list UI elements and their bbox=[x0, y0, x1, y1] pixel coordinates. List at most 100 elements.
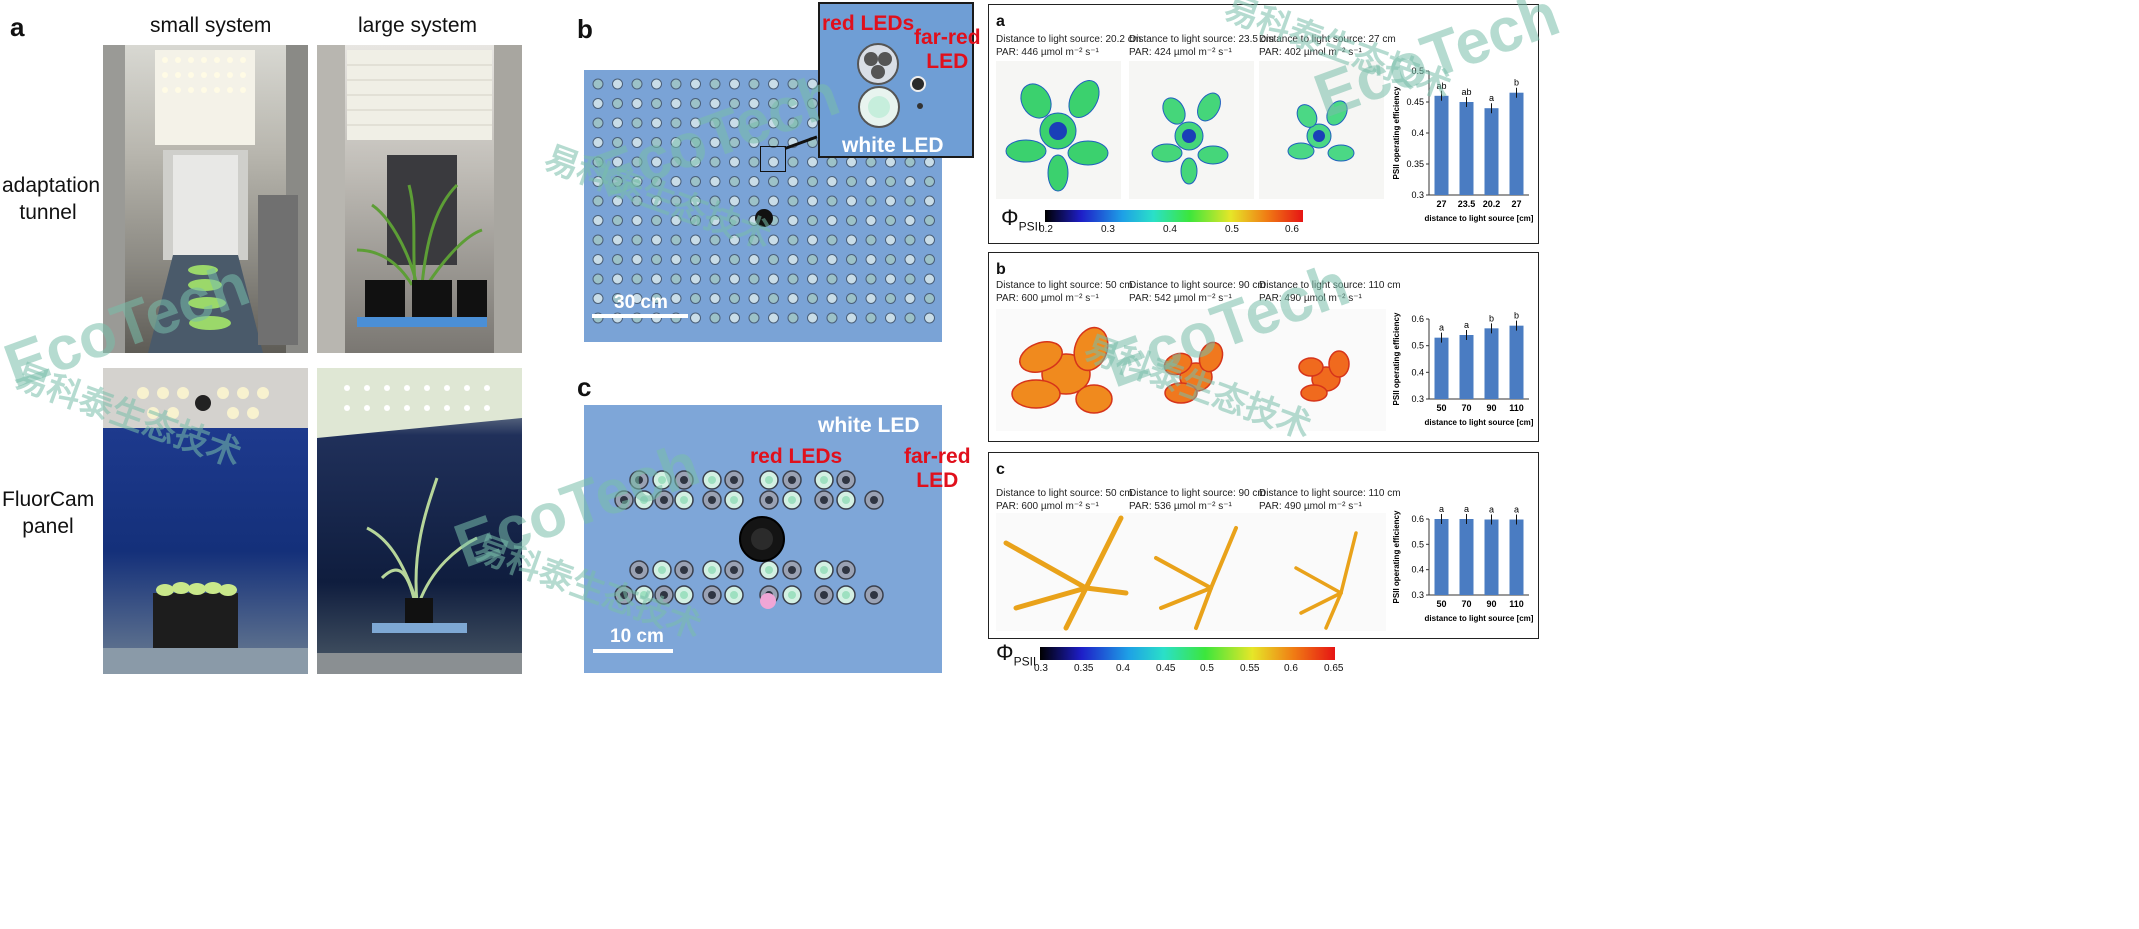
x-tick-label: 90 bbox=[1486, 403, 1496, 413]
led-dot bbox=[631, 215, 643, 226]
led-dot bbox=[787, 215, 799, 226]
led-dot bbox=[924, 312, 935, 324]
significance-label: a bbox=[1439, 323, 1444, 333]
led-dot bbox=[729, 215, 740, 226]
colorbar-a bbox=[1045, 210, 1303, 222]
led-dot bbox=[787, 78, 799, 90]
led-dot bbox=[924, 234, 935, 246]
led-dot bbox=[787, 176, 799, 187]
led-dot bbox=[787, 98, 799, 109]
led-core bbox=[820, 591, 828, 599]
led-dot bbox=[748, 117, 760, 129]
led-dot bbox=[670, 78, 682, 90]
led-core bbox=[842, 591, 850, 599]
led-dot bbox=[748, 254, 760, 265]
led-dot bbox=[612, 176, 623, 187]
led-dot bbox=[846, 215, 857, 226]
scale-label-10cm: 10 cm bbox=[610, 626, 664, 647]
led-dot bbox=[924, 215, 935, 226]
led-dot bbox=[670, 117, 682, 129]
led-dot bbox=[709, 312, 721, 324]
led-dot bbox=[787, 156, 799, 168]
led-dot bbox=[768, 293, 779, 304]
y-tick-label: 0.5 bbox=[1411, 66, 1424, 76]
led-dot bbox=[748, 98, 760, 109]
led-dot bbox=[631, 293, 643, 304]
led-dot bbox=[651, 176, 662, 187]
x-tick-label: 27 bbox=[1436, 199, 1446, 209]
led-dot bbox=[748, 78, 760, 90]
y-tick-label: 0.6 bbox=[1411, 314, 1424, 324]
led-core bbox=[765, 566, 773, 574]
led-dot bbox=[768, 176, 779, 187]
led-dot bbox=[904, 234, 916, 246]
led-dot bbox=[631, 254, 643, 265]
led-dot bbox=[690, 215, 701, 226]
colorbar-a-symbol: ΦPSII bbox=[1001, 205, 1042, 234]
y-tick-label: 0.4 bbox=[1411, 367, 1424, 377]
led-dot bbox=[592, 254, 604, 265]
led-dot bbox=[768, 98, 779, 109]
figure-a-letter: a bbox=[996, 13, 1005, 30]
led-dot bbox=[885, 254, 896, 265]
pink-led bbox=[760, 593, 776, 609]
led-dot bbox=[690, 78, 701, 90]
x-axis-label: distance to light source [cm] bbox=[1425, 214, 1534, 223]
led-dot bbox=[670, 215, 682, 226]
y-tick-label: 0.3 bbox=[1411, 190, 1424, 200]
led-dot bbox=[592, 117, 604, 129]
rosette-image-a3 bbox=[1259, 61, 1384, 199]
bar bbox=[1459, 102, 1474, 195]
bar bbox=[1509, 325, 1524, 399]
led-dot bbox=[865, 254, 877, 265]
y-tick-label: 0.35 bbox=[1406, 159, 1424, 169]
led-dot bbox=[709, 273, 721, 285]
led-dot bbox=[826, 234, 838, 246]
led-dot bbox=[904, 215, 916, 226]
led-core bbox=[820, 476, 828, 484]
led-dot bbox=[826, 195, 838, 207]
led-dot bbox=[612, 293, 623, 304]
led-dot bbox=[670, 137, 682, 148]
led-dot bbox=[651, 273, 662, 285]
bar bbox=[1459, 519, 1474, 595]
significance-label: b bbox=[1514, 78, 1519, 88]
led-dot bbox=[651, 293, 662, 304]
led-core bbox=[788, 566, 796, 574]
led-core bbox=[660, 591, 668, 599]
led-dot bbox=[612, 215, 623, 226]
red-leds-label: red LEDs bbox=[750, 445, 843, 468]
led-dot bbox=[592, 195, 604, 207]
led-dot bbox=[924, 273, 935, 285]
led-dot bbox=[612, 117, 623, 129]
led-dot bbox=[631, 78, 643, 90]
bar bbox=[1434, 337, 1449, 399]
led-core bbox=[680, 496, 688, 504]
led-dot bbox=[865, 293, 877, 304]
led-dot bbox=[631, 137, 643, 148]
led-core bbox=[640, 496, 648, 504]
x-axis-label: distance to light source [cm] bbox=[1425, 614, 1534, 623]
significance-label: a bbox=[1464, 320, 1469, 330]
led-dot bbox=[846, 234, 857, 246]
led-dot bbox=[670, 195, 682, 207]
led-dot bbox=[709, 234, 721, 246]
led-core bbox=[620, 591, 628, 599]
led-dot bbox=[807, 195, 818, 207]
led-dot bbox=[807, 312, 818, 324]
led-dot bbox=[729, 234, 740, 246]
led-dot bbox=[807, 117, 818, 129]
inset-white-led-label: white LED bbox=[842, 134, 944, 157]
significance-label: a bbox=[1489, 505, 1494, 515]
led-dot bbox=[826, 293, 838, 304]
y-tick-label: 0.4 bbox=[1411, 565, 1424, 575]
led-dot bbox=[670, 293, 682, 304]
led-dot bbox=[924, 176, 935, 187]
led-dot bbox=[690, 312, 701, 324]
led-dot bbox=[768, 137, 779, 148]
led-dot bbox=[670, 156, 682, 168]
bar bbox=[1484, 108, 1499, 195]
